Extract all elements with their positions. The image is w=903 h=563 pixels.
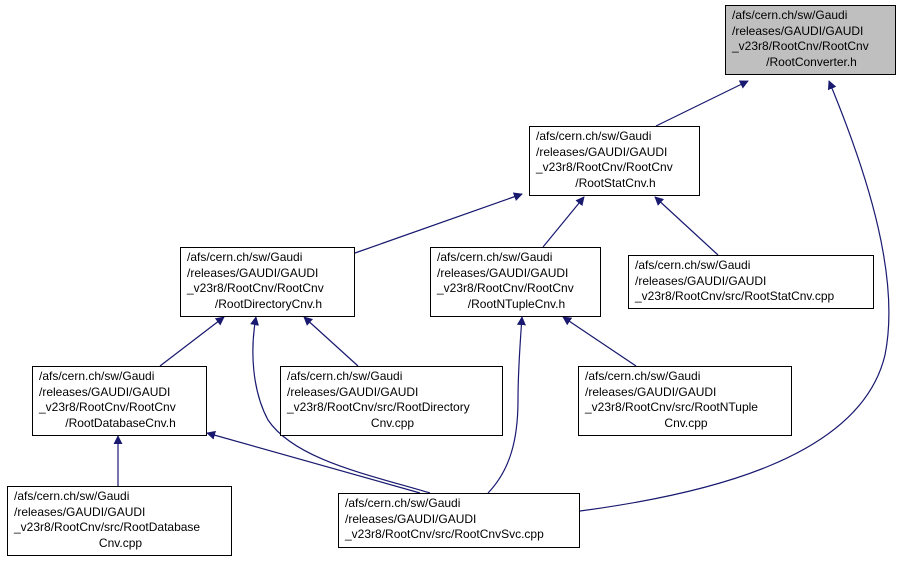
node-path-line: _v23r8/RootCnv/RootCnv <box>187 281 324 295</box>
node-path-line: /releases/GAUDI/GAUDI <box>536 144 668 159</box>
node-root-converter-h[interactable]: /afs/cern.ch/sw/Gaudi /releases/GAUDI/GA… <box>725 5 896 75</box>
edge-root-cnv-svc-cpp-to-root-ntuple-cnv-h <box>487 316 526 494</box>
node-path-line: /afs/cern.ch/sw/Gaudi <box>187 250 303 264</box>
node-path-line: _v23r8/RootCnv/src/RootDatabase <box>14 520 201 534</box>
node-path-line: /releases/GAUDI/GAUDI <box>437 265 569 280</box>
edge-root-directory-cnv-h-to-root-stat-cnv-h <box>354 192 523 254</box>
node-path-line: _v23r8/RootCnv/RootCnv <box>732 39 869 53</box>
node-root-directory-cnv-h[interactable]: /afs/cern.ch/sw/Gaudi /releases/GAUDI/GA… <box>180 247 355 317</box>
node-root-ntuple-cnv-h[interactable]: /afs/cern.ch/sw/Gaudi /releases/GAUDI/GA… <box>430 247 601 317</box>
node-filename-line: _v23r8/RootCnv/src/RootStatCnv.cpp <box>635 289 835 303</box>
node-path-line: /releases/GAUDI/GAUDI <box>187 265 319 280</box>
edge-root-stat-cnv-cpp-to-root-stat-cnv-h <box>654 196 719 256</box>
node-root-cnv-svc-cpp[interactable]: /afs/cern.ch/sw/Gaudi /releases/GAUDI/GA… <box>338 493 580 548</box>
edge-root-database-cnv-h-to-root-directory-cnv-h <box>159 316 225 367</box>
node-path-line: /afs/cern.ch/sw/Gaudi <box>14 489 130 503</box>
node-root-stat-cnv-h[interactable]: /afs/cern.ch/sw/Gaudi /releases/GAUDI/GA… <box>529 126 700 196</box>
edge-root-ntuple-cnv-cpp-to-root-ntuple-cnv-h <box>562 316 637 367</box>
node-path-line: /afs/cern.ch/sw/Gaudi <box>287 369 403 383</box>
node-root-database-cnv-cpp[interactable]: /afs/cern.ch/sw/Gaudi /releases/GAUDI/GA… <box>7 486 232 556</box>
node-filename-line: /RootConverter.h <box>766 54 857 69</box>
node-filename-line: /RootNTupleCnv.h <box>467 296 566 311</box>
node-path-line: /releases/GAUDI/GAUDI <box>732 23 864 38</box>
node-path-line: /afs/cern.ch/sw/Gaudi <box>39 369 155 383</box>
edge-root-cnv-svc-cpp-to-root-directory-cnv-h <box>250 316 431 494</box>
node-filename-line: Cnv.cpp <box>664 415 708 430</box>
node-path-line: _v23r8/RootCnv/RootCnv <box>536 160 673 174</box>
node-path-line: /afs/cern.ch/sw/Gaudi <box>585 369 701 383</box>
node-path-line: /releases/GAUDI/GAUDI <box>635 273 767 288</box>
node-root-directory-cnv-cpp[interactable]: /afs/cern.ch/sw/Gaudi /releases/GAUDI/GA… <box>280 366 503 436</box>
node-path-line: _v23r8/RootCnv/src/RootNTuple <box>585 400 758 414</box>
edge-root-cnv-svc-cpp-to-root-database-cnv-h <box>206 430 421 494</box>
node-path-line: /releases/GAUDI/GAUDI <box>14 504 146 519</box>
node-path-line: /releases/GAUDI/GAUDI <box>585 384 717 399</box>
node-path-line: /releases/GAUDI/GAUDI <box>345 511 477 526</box>
node-root-stat-cnv-cpp[interactable]: /afs/cern.ch/sw/Gaudi /releases/GAUDI/GA… <box>628 255 874 309</box>
node-path-line: /afs/cern.ch/sw/Gaudi <box>536 129 652 143</box>
node-path-line: /releases/GAUDI/GAUDI <box>39 384 171 399</box>
edge-root-ntuple-cnv-h-to-root-stat-cnv-h <box>542 196 585 248</box>
node-path-line: /releases/GAUDI/GAUDI <box>287 384 419 399</box>
node-path-line: _v23r8/RootCnv/RootCnv <box>39 400 176 414</box>
edge-root-cnv-svc-cpp-to-root-converter-h <box>579 80 890 512</box>
node-path-line: /afs/cern.ch/sw/Gaudi <box>732 8 848 22</box>
edge-root-directory-cnv-cpp-to-root-directory-cnv-h <box>303 316 359 367</box>
node-filename-line: Cnv.cpp <box>370 415 415 430</box>
node-path-line: /afs/cern.ch/sw/Gaudi <box>635 258 751 272</box>
node-path-line: _v23r8/RootCnv/src/RootDirectory <box>287 400 470 414</box>
node-path-line: /afs/cern.ch/sw/Gaudi <box>345 496 461 510</box>
node-path-line: /afs/cern.ch/sw/Gaudi <box>437 250 553 264</box>
node-root-ntuple-cnv-cpp[interactable]: /afs/cern.ch/sw/Gaudi /releases/GAUDI/GA… <box>578 366 792 436</box>
node-filename-line: /RootDirectoryCnv.h <box>214 296 323 311</box>
node-filename-line: _v23r8/RootCnv/src/RootCnvSvc.cpp <box>345 527 544 541</box>
node-path-line: _v23r8/RootCnv/RootCnv <box>437 281 574 295</box>
node-filename-line: Cnv.cpp <box>98 535 143 550</box>
node-root-database-cnv-h[interactable]: /afs/cern.ch/sw/Gaudi /releases/GAUDI/GA… <box>32 366 207 436</box>
edge-root-stat-cnv-h-to-root-converter-h <box>655 80 749 127</box>
node-filename-line: /RootStatCnv.h <box>575 175 656 190</box>
node-filename-line: /RootDatabaseCnv.h <box>65 415 176 430</box>
